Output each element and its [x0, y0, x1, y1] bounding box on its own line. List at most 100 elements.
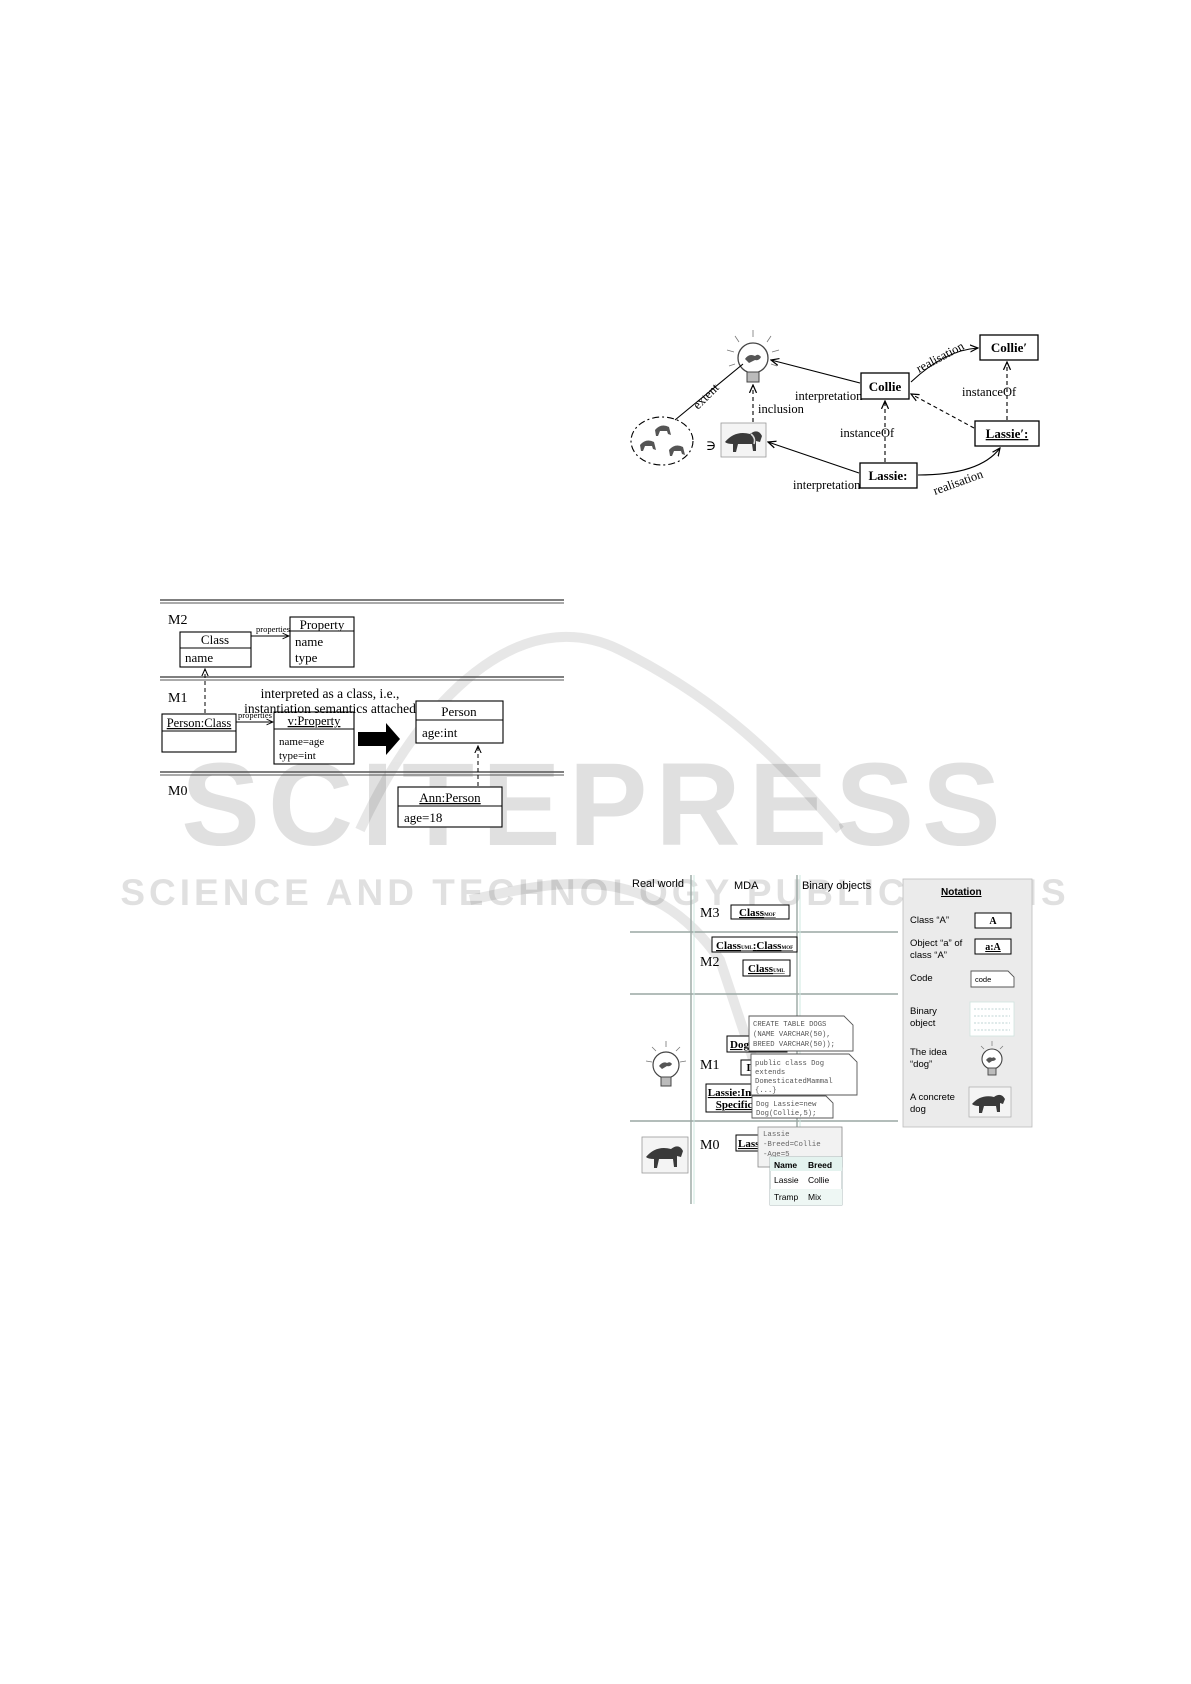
sql-code-text: CREATE TABLE DOGS (NAME VARCHAR(50), BRE… [753, 1021, 835, 1049]
dog-group-icon [640, 425, 685, 456]
annotation-line2: instantiation semantics attached [244, 701, 416, 716]
level-separator-m1 [160, 676, 564, 681]
svg-text:CREATE TABLE DOGS: CREATE TABLE DOGS [753, 1021, 826, 1029]
notation-title: Notation [941, 887, 982, 898]
class-box-attr: name [185, 650, 213, 665]
level-m2-label: M2 [168, 613, 187, 628]
realisation-label-top: realisation [914, 338, 967, 375]
notation-class-box-text: A [989, 916, 997, 927]
notation-binary-icon [969, 1001, 1015, 1037]
lassie-box [859, 462, 918, 489]
realisation-edge-bottom [917, 448, 1000, 476]
notation-class-box [974, 912, 1012, 929]
notation-idea-label-2: “dog” [910, 1059, 932, 1070]
level-m0-label: M0 [168, 784, 187, 799]
sql-code-frame [748, 1015, 854, 1052]
level-separator-m0 [160, 771, 564, 776]
vproperty-box [273, 711, 355, 765]
interpretation-label-top: interpretation [795, 389, 863, 403]
vproperty-attr2: type=int [279, 750, 316, 762]
element-of-symbol: ∋ [706, 439, 716, 454]
java-code-frame [750, 1053, 858, 1096]
table-cell-1-0: Tramp [774, 1192, 799, 1202]
svg-text:BREED VARCHAR(50));: BREED VARCHAR(50)); [753, 1041, 835, 1049]
dog-realisation-diagram: Collie Collie′ Lassie: Lassie′: ∋ interp… [630, 330, 1040, 498]
notation-concrete-dog-icon [968, 1086, 1012, 1118]
dog-group-ellipse [630, 416, 694, 466]
vproperty-attr1: name=age [279, 736, 324, 748]
lassie-label: Lassie: [869, 468, 908, 483]
ann-box-attr: age=18 [404, 810, 442, 825]
extent-edge [674, 363, 744, 421]
svg-text:-Breed=Collie: -Breed=Collie [763, 1141, 821, 1149]
row-m3-label: M3 [700, 906, 719, 921]
property-box-title: Property [300, 617, 345, 632]
class-mof-box [730, 904, 790, 920]
svg-text:{...}: {...} [755, 1087, 777, 1095]
property-box-attr1: name [295, 634, 323, 649]
class-box-title: Class [201, 632, 229, 647]
class-uml-box [742, 959, 791, 977]
notation-binary-label-1: Binary [910, 1006, 937, 1017]
properties-label-m1: properties [238, 710, 272, 720]
collie-prime-label: Collie′ [991, 340, 1027, 355]
person-box-attr: age:int [422, 725, 458, 740]
notation-object-box [974, 938, 1012, 955]
table-header-breed: Breed [808, 1160, 832, 1170]
class-uml-mof-box [711, 936, 798, 953]
idea-lightbulb-icon [726, 330, 780, 383]
collie-box [860, 372, 910, 400]
notation-object-box-text: a:A [985, 942, 1001, 953]
svg-text:Lassie: Lassie [763, 1131, 790, 1139]
table-cell-0-0: Lassie [774, 1175, 799, 1185]
svg-text:(NAME VARCHAR(50),: (NAME VARCHAR(50), [753, 1031, 831, 1039]
java-code-text: public class Dog extends DomesticatedMam… [755, 1060, 833, 1095]
row-m0-label: M0 [700, 1138, 719, 1153]
header-binary-objects: Binary objects [802, 880, 872, 892]
notation-panel: Notation Class “A” A Object “a” of class… [902, 878, 1033, 1128]
notation-dog-label-1: A concrete [910, 1092, 955, 1103]
header-mda: MDA [734, 880, 759, 892]
table-cell-1-1: Mix [808, 1192, 822, 1202]
properties-label-m2: properties [256, 624, 290, 634]
notation-code-box-text: code [975, 975, 991, 984]
row-m1-label: M1 [700, 1058, 719, 1073]
class-uml-text: ClassUML [748, 963, 785, 975]
svg-text:extends: extends [755, 1069, 785, 1077]
table-cell-0-1: Collie [808, 1175, 830, 1185]
mda-table-diagram: Real world MDA Binary objects M3 ClassMO… [630, 875, 1033, 1206]
metamodel-levels-diagram: M2 M1 M0 Class name Property name type p… [160, 599, 564, 828]
instance-code-text: Dog Lassie=new Dog(Collie,5); [756, 1101, 817, 1118]
class-box [179, 631, 252, 668]
svg-text:public class Dog: public class Dog [755, 1060, 824, 1068]
lassie-prime-label: Lassie′: [986, 426, 1029, 441]
inclusion-label: inclusion [758, 402, 805, 416]
person-box [415, 700, 504, 744]
notation-dog-label-2: dog [910, 1104, 926, 1115]
svg-text:Dog Lassie=new: Dog Lassie=new [756, 1101, 817, 1109]
lassie-prime-box [974, 420, 1040, 447]
header-real-world: Real world [632, 878, 684, 890]
svg-text:-Age=5: -Age=5 [763, 1151, 790, 1159]
notation-code-box [970, 970, 1015, 988]
notation-class-label: Class “A” [910, 915, 949, 926]
property-box [289, 616, 355, 668]
person-box-title: Person [441, 704, 477, 719]
person-class-title: Person:Class [167, 716, 232, 730]
instanceof-label-right: instanceOf [962, 385, 1017, 399]
concrete-dog-icon [720, 422, 767, 458]
svg-text:DomesticatedMammal: DomesticatedMammal [755, 1078, 833, 1086]
notation-binary-label-2: object [910, 1018, 936, 1029]
class-uml-mof-text: ClassUML:ClassMOF [716, 940, 793, 952]
person-class-frame [161, 713, 237, 753]
notation-idea-lightbulb-icon [980, 1041, 1004, 1076]
collie-label: Collie [869, 379, 902, 394]
instanceof-label-mid: instanceOf [840, 426, 895, 440]
class-mof-text: ClassMOF [739, 907, 776, 919]
vproperty-title: v:Property [288, 714, 342, 728]
level-m1-label: M1 [168, 691, 187, 706]
notation-idea-label-1: The idea [910, 1047, 948, 1058]
interpretation-big-arrow-icon [358, 723, 400, 755]
notation-code-label: Code [910, 973, 933, 984]
interpretation-edge-bottom [768, 442, 860, 474]
